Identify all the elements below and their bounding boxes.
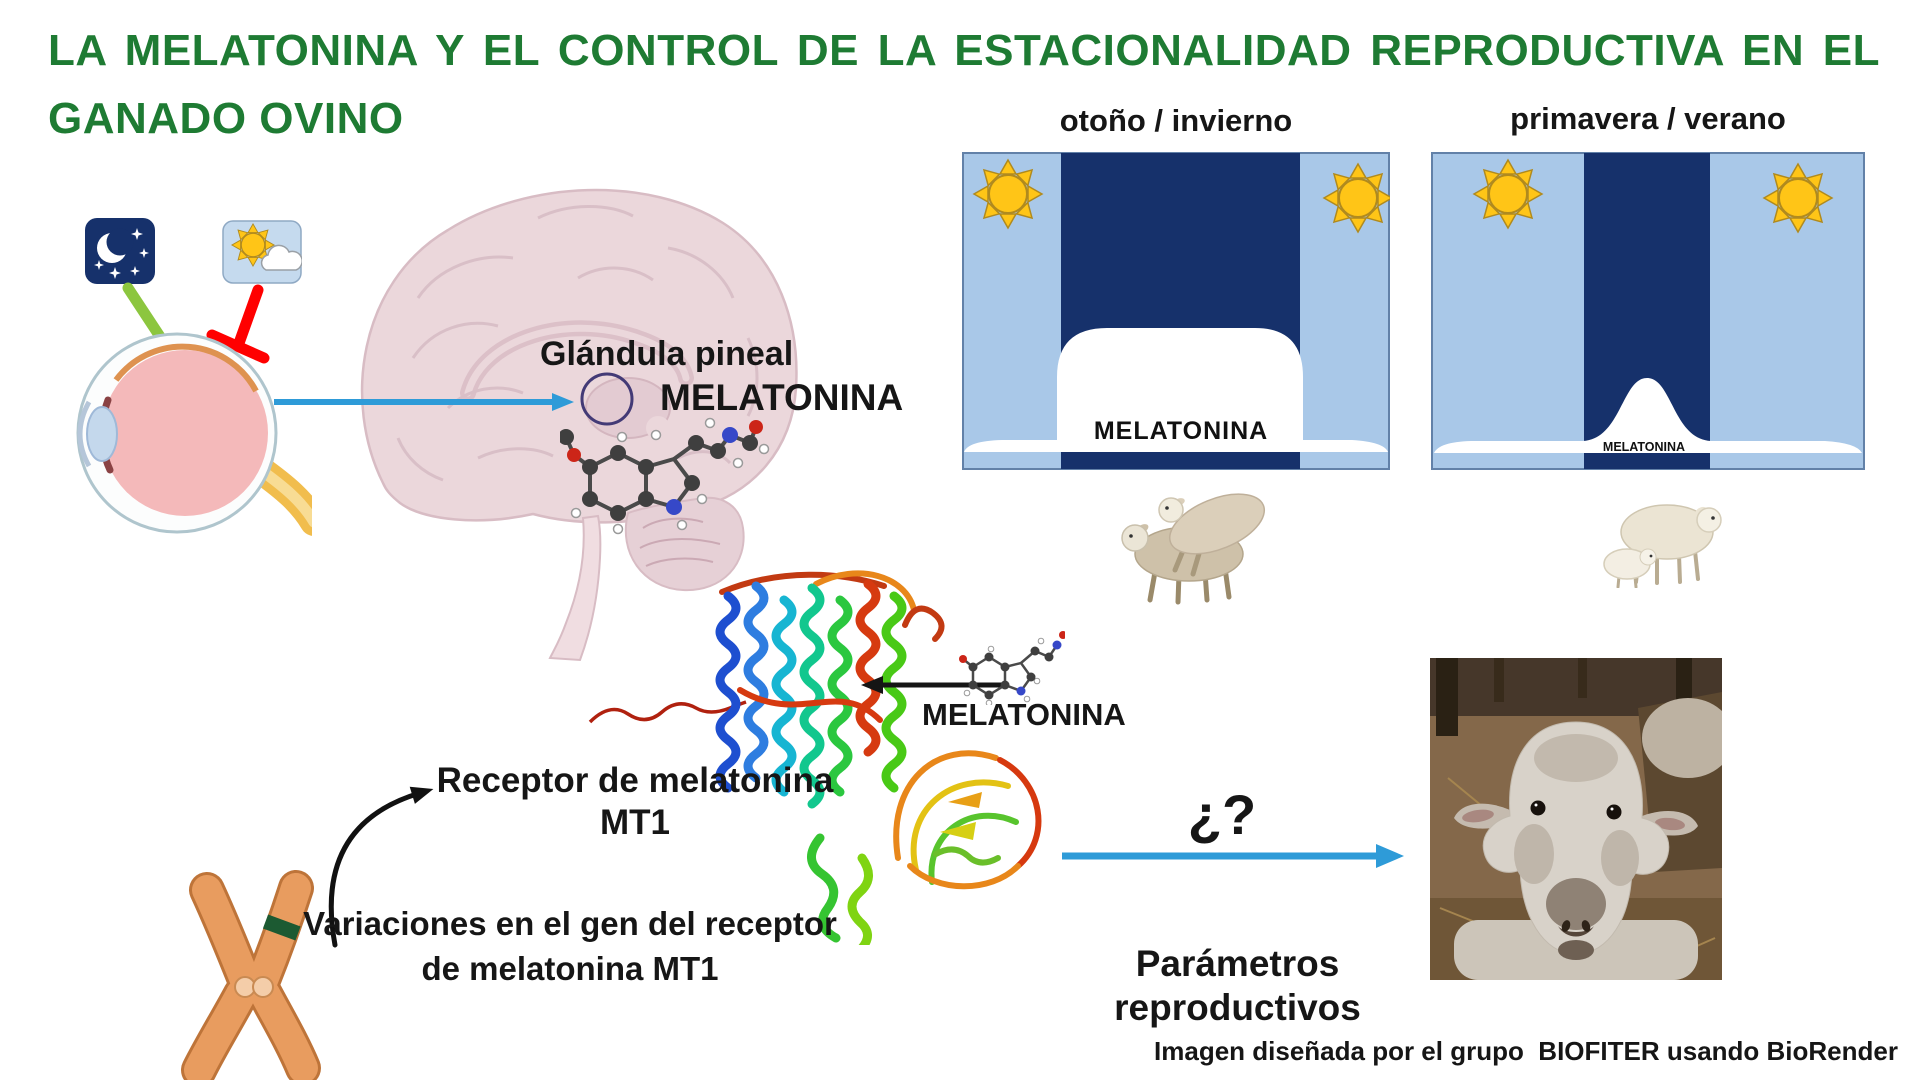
ligand-arrow	[861, 676, 1003, 694]
ligand-label: MELATONINA	[922, 697, 1126, 732]
melatonin-curve-spring	[1434, 378, 1862, 453]
panel-title-autumn-winter: otoño / invierno	[1059, 103, 1293, 138]
mt1-receptor-structure	[588, 570, 1042, 945]
cerebellum	[624, 496, 745, 592]
panel-autumn-winter: MELATONINA	[962, 152, 1390, 470]
receptor-name-line2: MT1	[600, 803, 670, 842]
moon-stars-icon	[85, 218, 155, 284]
red-inhibition-bar	[206, 284, 270, 364]
melatonin-curve-autumn	[964, 328, 1388, 452]
sheep-ewe-lamb-illustration	[1603, 504, 1722, 588]
reproductive-parameters-line1: Parámetros	[1135, 943, 1340, 984]
sun-icon	[973, 159, 1043, 229]
gene-variation-line2: de melatonina MT1	[421, 949, 719, 987]
eye-to-pineal-arrow	[274, 393, 574, 411]
brain-illustration	[360, 188, 798, 662]
receptor-name-line1: Receptor de melatonina	[436, 761, 834, 800]
sun-cloud-icon	[222, 220, 302, 284]
gene-band	[262, 914, 301, 941]
pineal-circle-annotation	[580, 372, 634, 426]
reproductive-parameters-label: Parámetros reproductivos	[1085, 942, 1390, 1031]
outcome-arrow	[1062, 844, 1404, 868]
melatonin-hormone-label: MELATONINA	[660, 377, 904, 418]
figure-title-line1: LA MELATONINA Y EL CONTROL DE LA ESTACIO…	[48, 26, 1880, 75]
panel-title-spring-summer: primavera / verano	[1510, 101, 1786, 136]
reproductive-parameters-line2: reproductivos	[1114, 987, 1361, 1029]
gene-to-receptor-arrow	[328, 786, 434, 948]
eye-illustration	[76, 332, 312, 536]
gene-variation-label: Variaciones en el gen del receptor de me…	[280, 902, 860, 991]
figure-title-line2: GANADO OVINO	[48, 94, 404, 143]
eye-lens	[86, 406, 118, 462]
sun-icon	[1323, 163, 1390, 233]
sheep-photo	[1430, 658, 1722, 980]
curve-label-autumn: MELATONINA	[1094, 417, 1268, 445]
question-mark-label: ¿?	[1187, 783, 1257, 846]
curve-label-spring: MELATONINA	[1603, 440, 1685, 454]
stars	[94, 228, 149, 279]
sun-icon	[1473, 159, 1543, 229]
brainstem	[548, 514, 602, 662]
chromosome-illustration	[181, 870, 321, 1080]
credit-text: Imagen diseñada por el grupo BIOFITER us…	[1154, 1036, 1898, 1066]
pineal-gland-label: Glándula pineal	[540, 335, 794, 373]
sun-icon	[1763, 163, 1833, 233]
gene-variation-line1: Variaciones en el gen del receptor	[303, 905, 837, 942]
sheep-mating-illustration	[1121, 493, 1266, 605]
melatonin-molecule	[560, 417, 770, 535]
panel-spring-summer: MELATONINA	[1431, 152, 1865, 470]
melatonin-ligand-molecule	[959, 631, 1065, 705]
cloud-icon	[260, 244, 302, 271]
receptor-name-label: Receptor de melatonina MT1	[390, 760, 880, 844]
